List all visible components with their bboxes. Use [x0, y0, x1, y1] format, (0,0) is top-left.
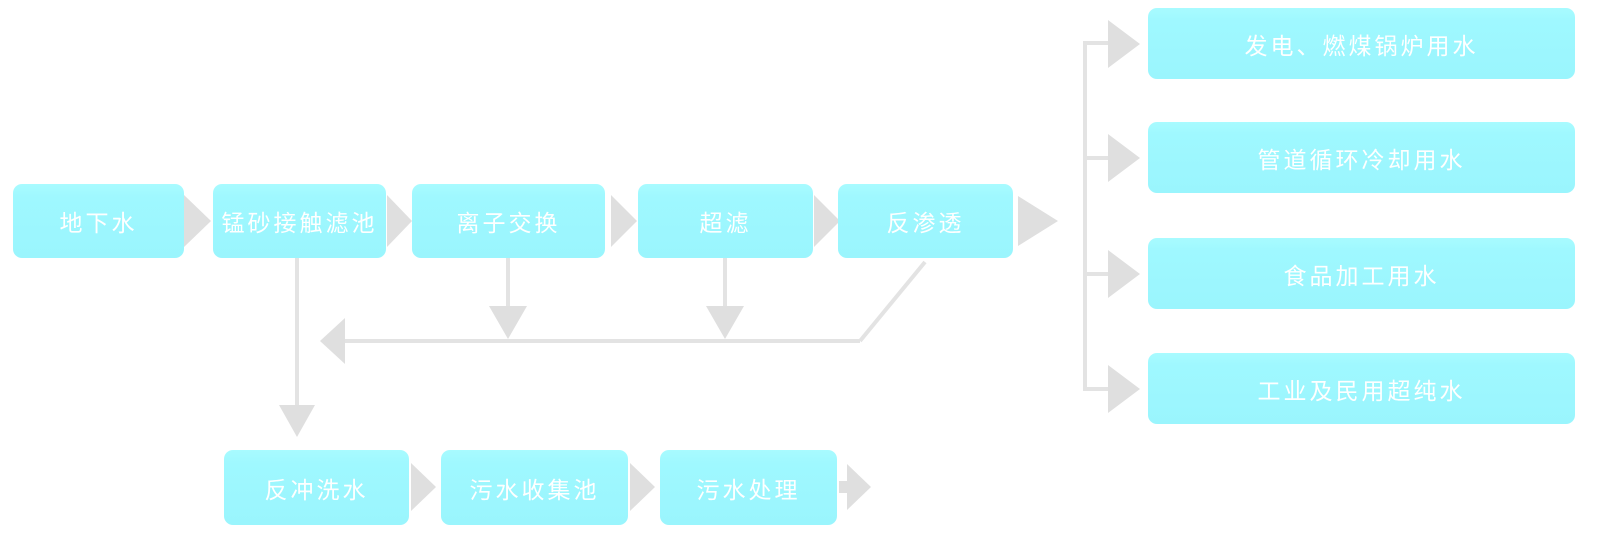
flow-arrow [630, 463, 655, 511]
flow-arrow [387, 195, 412, 247]
node-output-ultrapure-water: 工业及民用超纯水 [1148, 353, 1575, 424]
branch-arrow [1108, 20, 1140, 68]
connector-line [858, 260, 927, 343]
node-ultrafiltration: 超滤 [638, 184, 813, 258]
node-reverse-osmosis: 反渗透 [838, 184, 1013, 258]
flow-arrow [1018, 196, 1058, 246]
node-output-power-boiler-water: 发电、燃煤锅炉用水 [1148, 8, 1575, 79]
node-ion-exchange: 离子交换 [412, 184, 605, 258]
branch-arrow [1108, 365, 1140, 413]
flow-arrow [184, 195, 211, 247]
collector-left-arrow [320, 318, 345, 364]
down-arrow [489, 306, 527, 339]
node-manganese-sand-filter: 锰砂接触滤池 [213, 184, 386, 258]
node-sewage-collection-pool: 污水收集池 [441, 450, 628, 525]
node-output-pipeline-cooling-water: 管道循环冷却用水 [1148, 122, 1575, 193]
down-arrow [706, 306, 744, 339]
flow-arrow [411, 463, 436, 511]
node-groundwater: 地下水 [13, 184, 184, 258]
branch-arrow [1108, 134, 1140, 182]
flow-arrow [814, 195, 840, 247]
trailing-arrow [839, 464, 871, 510]
flow-arrow [611, 195, 637, 247]
node-output-food-processing-water: 食品加工用水 [1148, 238, 1575, 309]
node-sewage-treatment: 污水处理 [660, 450, 837, 525]
down-arrow [279, 405, 315, 437]
branch-arrow [1108, 250, 1140, 298]
node-backwash-water: 反冲洗水 [224, 450, 409, 525]
